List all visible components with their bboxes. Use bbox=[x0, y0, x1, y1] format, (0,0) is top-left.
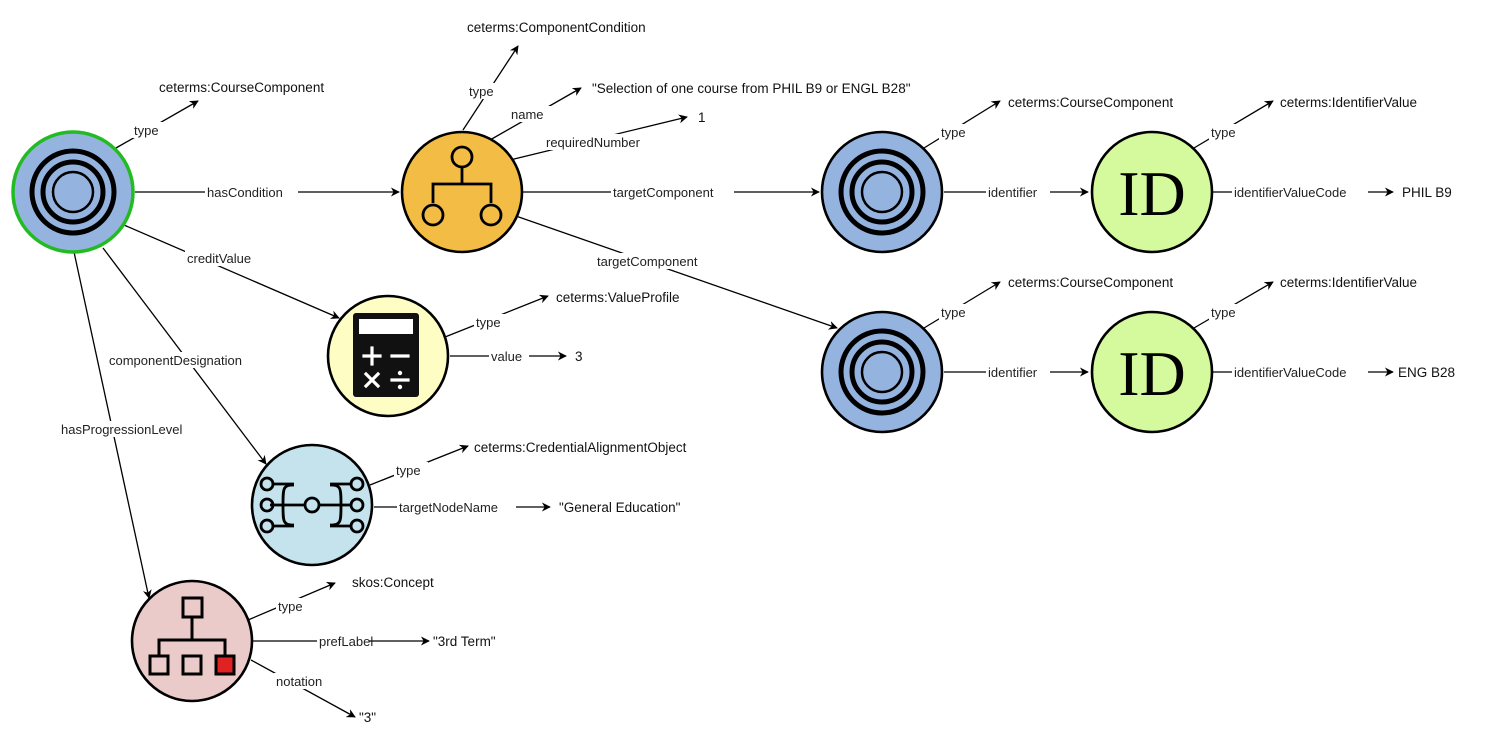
value-pl-notation: "3" bbox=[359, 710, 376, 725]
edge-label-tc2-type: type bbox=[941, 305, 966, 320]
edge-label-cc-hasprogressionlevel: hasProgressionLevel bbox=[61, 422, 183, 437]
edge-label-cc-type: type bbox=[134, 123, 159, 138]
edge-label-cond-targetcomponent-1: targetComponent bbox=[613, 185, 714, 200]
concentric-circles-icon bbox=[29, 148, 117, 236]
edge-label-cc-componentdesignation: componentDesignation bbox=[109, 353, 242, 368]
value-cv-value: 3 bbox=[575, 349, 583, 364]
node-component-condition[interactable] bbox=[400, 130, 524, 254]
edge-labels: type hasCondition creditValue componentD… bbox=[59, 83, 1368, 689]
edge-label-cv-value: value bbox=[491, 349, 522, 364]
edge-label-pl-notation: notation bbox=[276, 674, 322, 689]
node-credit-value[interactable] bbox=[326, 294, 450, 418]
value-cond-requirednumber: 1 bbox=[698, 110, 706, 125]
node-branch-icon bbox=[259, 476, 365, 534]
concentric-circles-icon bbox=[838, 328, 926, 416]
id-icon: ID bbox=[1118, 338, 1186, 409]
calculator-icon bbox=[353, 313, 419, 397]
value-pl-type: skos:Concept bbox=[352, 575, 434, 590]
node-identifier-2[interactable]: ID bbox=[1090, 310, 1214, 434]
node-alignment-object[interactable] bbox=[250, 443, 374, 567]
edge-label-ao-type: type bbox=[396, 463, 421, 478]
edge-label-cond-requirednumber: requiredNumber bbox=[546, 135, 641, 150]
edge-label-id1-type: type bbox=[1211, 125, 1236, 140]
edge-label-tc1-type: type bbox=[941, 125, 966, 140]
edge-label-pl-type: type bbox=[278, 599, 303, 614]
edge-label-cond-name: name bbox=[511, 107, 544, 122]
edge-label-cc-creditvalue: creditValue bbox=[187, 251, 251, 266]
edge-label-id2-valuecode: identifierValueCode bbox=[1234, 365, 1347, 380]
edge-label-ao-targetnodename: targetNodeName bbox=[399, 500, 498, 515]
node-course-component[interactable] bbox=[11, 130, 135, 254]
value-cond-name: "Selection of one course from PHIL B9 or… bbox=[592, 81, 911, 96]
id-icon: ID bbox=[1118, 158, 1186, 229]
value-pl-preflabel: "3rd Term" bbox=[433, 634, 496, 649]
concentric-circles-icon bbox=[838, 148, 926, 236]
value-cc-type: ceterms:CourseComponent bbox=[159, 80, 324, 95]
value-cv-type: ceterms:ValueProfile bbox=[556, 290, 680, 305]
node-target-component-1[interactable] bbox=[820, 130, 944, 254]
edge-cc-creditvalue bbox=[123, 224, 340, 319]
value-texts: ceterms:CourseComponent ceterms:Componen… bbox=[159, 20, 1455, 725]
edge-label-id1-valuecode: identifierValueCode bbox=[1234, 185, 1347, 200]
value-tc1-type: ceterms:CourseComponent bbox=[1008, 95, 1173, 110]
edge-label-cond-targetcomponent-2: targetComponent bbox=[597, 254, 698, 269]
node-progression-level[interactable] bbox=[130, 579, 254, 703]
value-tc2-type: ceterms:CourseComponent bbox=[1008, 275, 1173, 290]
edge-label-id2-type: type bbox=[1211, 305, 1236, 320]
value-ao-targetnodename: "General Education" bbox=[559, 500, 681, 515]
edge-label-cond-type: type bbox=[469, 84, 494, 99]
value-id1-type: ceterms:IdentifierValue bbox=[1280, 95, 1417, 110]
edge-label-pl-preflabel: prefLabel bbox=[319, 634, 373, 649]
value-ao-type: ceterms:CredentialAlignmentObject bbox=[474, 440, 687, 455]
edge-cond-targetcomponent-2 bbox=[512, 214, 838, 330]
org-chart-icon bbox=[148, 596, 236, 676]
value-cond-type: ceterms:ComponentCondition bbox=[467, 20, 646, 35]
value-id1-code: PHIL B9 bbox=[1402, 185, 1452, 200]
hierarchy-tree-icon bbox=[421, 145, 503, 227]
edge-label-tc2-identifier: identifier bbox=[988, 365, 1038, 380]
edge-label-cc-hascondition: hasCondition bbox=[207, 185, 283, 200]
value-id2-type: ceterms:IdentifierValue bbox=[1280, 275, 1417, 290]
node-target-component-2[interactable] bbox=[820, 310, 944, 434]
edge-label-tc1-identifier: identifier bbox=[988, 185, 1038, 200]
edge-label-cv-type: type bbox=[476, 315, 501, 330]
value-id2-code: ENG B28 bbox=[1398, 365, 1455, 380]
node-identifier-1[interactable]: ID bbox=[1090, 130, 1214, 254]
